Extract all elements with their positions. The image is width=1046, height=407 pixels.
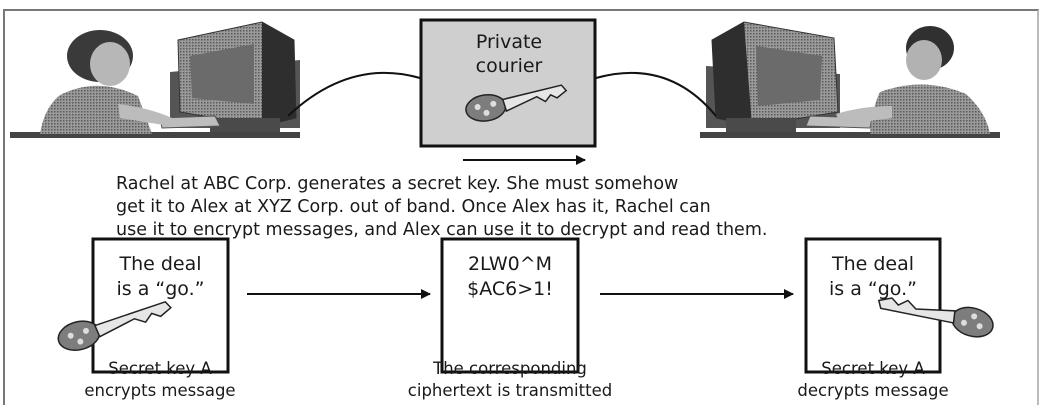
private-courier-box [419, 18, 597, 148]
plaintext-left-line2: is a “go.” [116, 278, 205, 300]
ciphertext-line2: $AC6>1! [467, 278, 553, 300]
ciphertext-box [440, 237, 580, 374]
ciphertext-text: 2LW0^M $AC6>1! [444, 252, 576, 302]
encrypt-caption: Secret key A encrypts message [60, 358, 260, 402]
transmit-caption: The corresponding ciphertext is transmit… [385, 358, 635, 402]
description-text: Rachel at ABC Corp. generates a secret k… [116, 173, 767, 242]
decrypt-key-icon [877, 297, 994, 338]
plaintext-box-right [804, 237, 942, 374]
courier-label-line2: courier [475, 55, 543, 77]
alex-at-computer-icon [700, 21, 1000, 138]
plaintext-left-text: The deal is a “go.” [95, 252, 226, 302]
ciphertext-line1: 2LW0^M [467, 253, 553, 275]
encrypt-key-icon [57, 300, 172, 351]
figure-frame [3, 9, 1039, 405]
key-icon [465, 84, 568, 122]
courier-link-right [595, 71, 717, 117]
plaintext-left-line1: The deal [119, 253, 202, 275]
decrypt-caption-line1: Secret key A [821, 359, 925, 378]
courier-label: Private courier [426, 30, 592, 78]
plaintext-right-line1: The deal [831, 253, 915, 275]
transmit-caption-line2: ciphertext is transmitted [407, 381, 613, 400]
decrypt-caption-line2: decrypts message [797, 381, 949, 400]
decrypt-caption: Secret key A decrypts message [773, 358, 973, 402]
plaintext-right-line2: is a “go.” [829, 278, 917, 300]
description-line3: use it to encrypt messages, and Alex can… [116, 220, 768, 240]
description-line2: get it to Alex at XYZ Corp. out of band.… [116, 197, 711, 217]
transmit-caption-line1: The corresponding [433, 359, 587, 378]
encrypt-caption-line2: encrypts message [84, 381, 236, 400]
description-line1: Rachel at ABC Corp. generates a secret k… [116, 174, 679, 194]
courier-label-line1: Private [475, 31, 543, 53]
rachel-at-computer-icon [10, 21, 300, 138]
courier-link-left [287, 71, 421, 117]
encrypt-caption-line1: Secret key A [108, 359, 212, 378]
plaintext-right-text: The deal is a “go.” [808, 252, 938, 302]
